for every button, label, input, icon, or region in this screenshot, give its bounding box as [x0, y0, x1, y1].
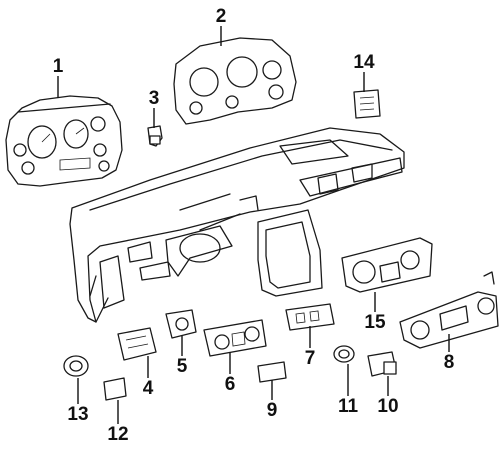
part-10-connector — [367, 351, 397, 377]
part-14-switch — [353, 89, 381, 119]
callout-6: 6 — [225, 374, 236, 395]
part-12-switch — [103, 377, 127, 401]
part-11-socket — [333, 345, 355, 363]
part-4-switch-assembly — [117, 327, 157, 361]
callout-3: 3 — [149, 88, 160, 109]
part-9-switch — [257, 361, 287, 383]
callout-10: 10 — [377, 396, 398, 417]
callout-7: 7 — [305, 348, 316, 369]
callout-5: 5 — [177, 356, 188, 377]
callout-2: 2 — [216, 6, 227, 27]
part-8-climate-control — [399, 271, 499, 349]
callout-11: 11 — [338, 396, 359, 417]
part-5-switch — [165, 309, 197, 339]
callout-8: 8 — [444, 352, 455, 373]
part-3-socket — [147, 125, 163, 147]
part-15-climate-control — [341, 237, 433, 293]
callout-13: 13 — [67, 404, 88, 425]
part-7-switch-bank — [285, 303, 335, 331]
instrument-panel — [69, 127, 405, 323]
callout-labels: 1 2 3 4 5 6 7 8 9 10 11 12 13 14 15 — [53, 6, 455, 445]
callout-14: 14 — [353, 52, 375, 73]
callout-12: 12 — [107, 424, 128, 445]
callout-15: 15 — [364, 312, 386, 333]
part-2-cluster-bezel — [173, 37, 297, 125]
callout-9: 9 — [267, 400, 278, 421]
part-13-ring — [63, 355, 89, 377]
part-1-instrument-cluster — [5, 95, 123, 187]
callout-4: 4 — [143, 378, 154, 399]
part-6-control-panel — [203, 319, 267, 357]
leader-lines — [57, 26, 450, 424]
callout-1: 1 — [53, 56, 64, 77]
